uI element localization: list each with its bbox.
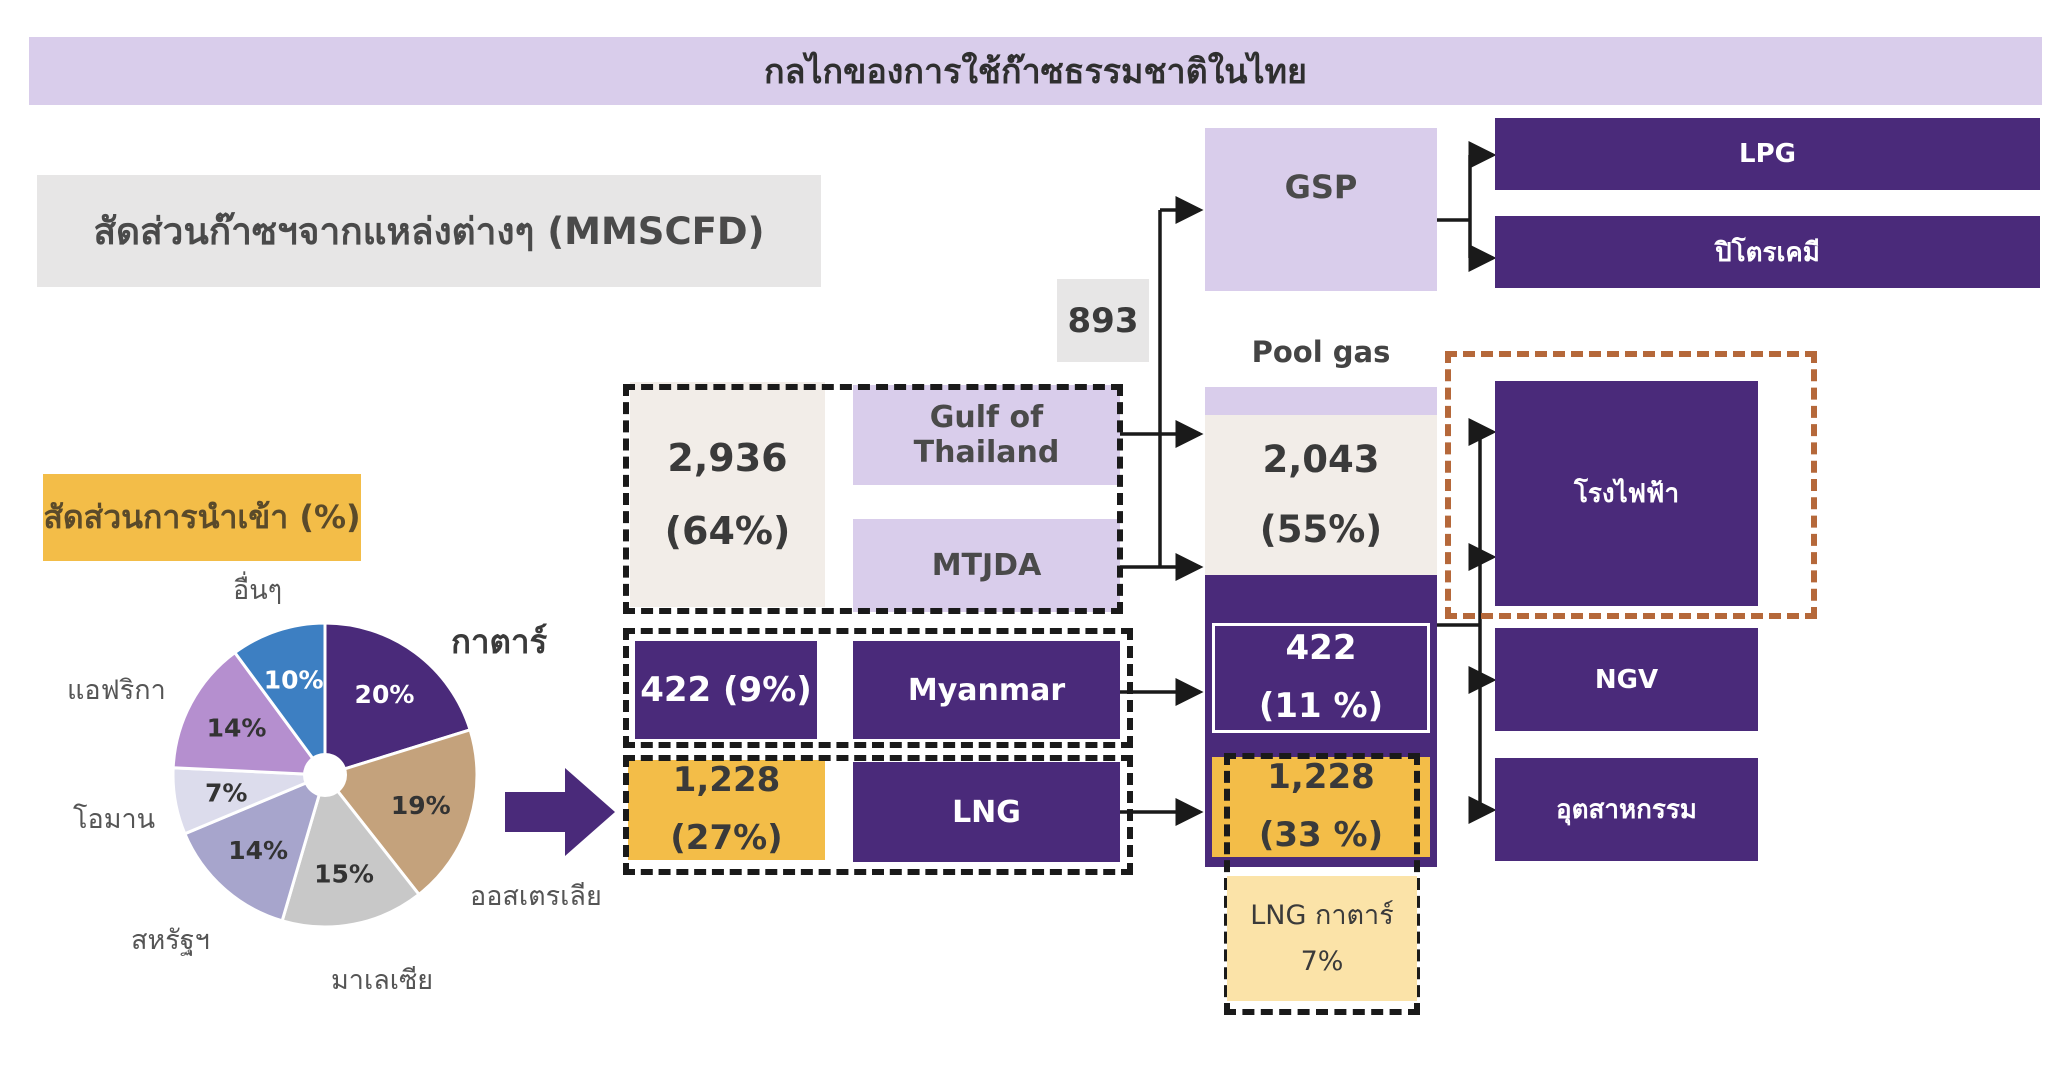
- lng-value-box: 1,228 (27%): [628, 760, 825, 860]
- myanmar-group-outline: [623, 628, 1133, 748]
- pool-myanmar-box: 422 (11 %): [1212, 623, 1430, 733]
- gulf-total-pct: (64%): [664, 508, 791, 553]
- pool-gas-label: Pool gas: [1251, 335, 1391, 369]
- myanmar-box: Myanmar: [853, 641, 1120, 739]
- lng-qatar-box: LNG กาตาร์ 7%: [1227, 876, 1417, 1001]
- gulf-group-outline: [623, 384, 1123, 614]
- pool-gas-top-band: [1205, 387, 1437, 415]
- pie-label-malaysia: มาเลเซีย: [331, 965, 434, 996]
- page-title: กลไกของการใช้ก๊าซธรรมชาติในไทย: [29, 37, 2042, 105]
- pool-gulf-value: 2,043: [1262, 437, 1380, 481]
- lng-group-outline: [623, 755, 1133, 875]
- gulf-total-box: 2,936 (64%): [630, 382, 825, 607]
- pie-pct-label: 15%: [314, 860, 374, 889]
- flow-arrow-icon: [505, 768, 615, 856]
- pie-pct-label: 7%: [205, 778, 247, 807]
- myanmar-value-box: 422 (9%): [635, 641, 817, 739]
- section-label: สัดส่วนก๊าซฯจากแหล่งต่างๆ (MMSCFD): [37, 175, 821, 287]
- pool-myanmar-pct: (11 %): [1258, 686, 1384, 726]
- use-lpg-box: LPG: [1495, 118, 2040, 190]
- power-plant-highlight: [1445, 351, 1817, 619]
- lng-value: 1,228: [672, 760, 781, 801]
- pie-pct-label: 14%: [207, 714, 267, 743]
- import-share-label: สัดส่วนการนำเข้า (%): [43, 474, 361, 561]
- pool-gulf-pct: (55%): [1259, 508, 1383, 551]
- pie-slice: [232, 621, 327, 780]
- lng-qatar-label: LNG กาตาร์: [1250, 899, 1394, 931]
- pie-pct-label: 19%: [391, 791, 451, 820]
- lng-box: LNG: [853, 762, 1120, 862]
- pie-label-qatar: กาตาร์: [451, 622, 548, 661]
- pie-slice: [323, 621, 473, 778]
- import-share-pie: 20% 19% 15% 14% 7% 14% 10%: [171, 621, 479, 929]
- pie-pct-label: 20%: [355, 680, 415, 709]
- pie-label-usa: สหรัฐฯ: [131, 925, 210, 956]
- gulf-total-value: 2,936: [667, 436, 788, 481]
- pool-gulf-box: 2,043 (55%): [1205, 415, 1437, 575]
- pie-center-hole: [303, 753, 347, 797]
- gulf-of-thailand-box: Gulf of Thailand: [853, 385, 1120, 485]
- pie-pct-label: 10%: [264, 666, 324, 695]
- pool-lng-value: 1,228: [1267, 757, 1375, 798]
- use-petrochem-box: ปิโตรเคมี: [1495, 216, 2040, 288]
- pie-slice: [171, 650, 329, 777]
- pie-label-australia: ออสเตรเลีย: [470, 881, 602, 912]
- lng-qatar-pct: 7%: [1300, 945, 1344, 977]
- pool-myanmar-value: 422: [1285, 628, 1357, 669]
- lng-pct: (27%): [670, 818, 783, 858]
- pie-pct-label: 14%: [228, 836, 288, 865]
- pie-slice: [182, 772, 328, 923]
- pie-label-africa: แอฟริกา: [67, 675, 166, 706]
- pool-lng-pct: (33 %): [1258, 815, 1384, 855]
- pie-label-oman: โอมาน: [73, 804, 156, 835]
- use-industry-box: อุตสาหกรรม: [1495, 758, 1758, 861]
- pie-slice: [322, 727, 479, 897]
- pool-lng-box: 1,228 (33 %): [1212, 757, 1430, 857]
- pie-slice: [280, 771, 422, 929]
- mtjda-box: MTJDA: [853, 519, 1120, 612]
- use-ngv-box: NGV: [1495, 628, 1758, 731]
- use-power-plant-box: โรงไฟฟ้า: [1495, 381, 1758, 606]
- gsp-flow-value: 893: [1057, 279, 1149, 362]
- pie-label-others: อื่นๆ: [233, 575, 283, 606]
- gsp-box: GSP: [1205, 128, 1437, 291]
